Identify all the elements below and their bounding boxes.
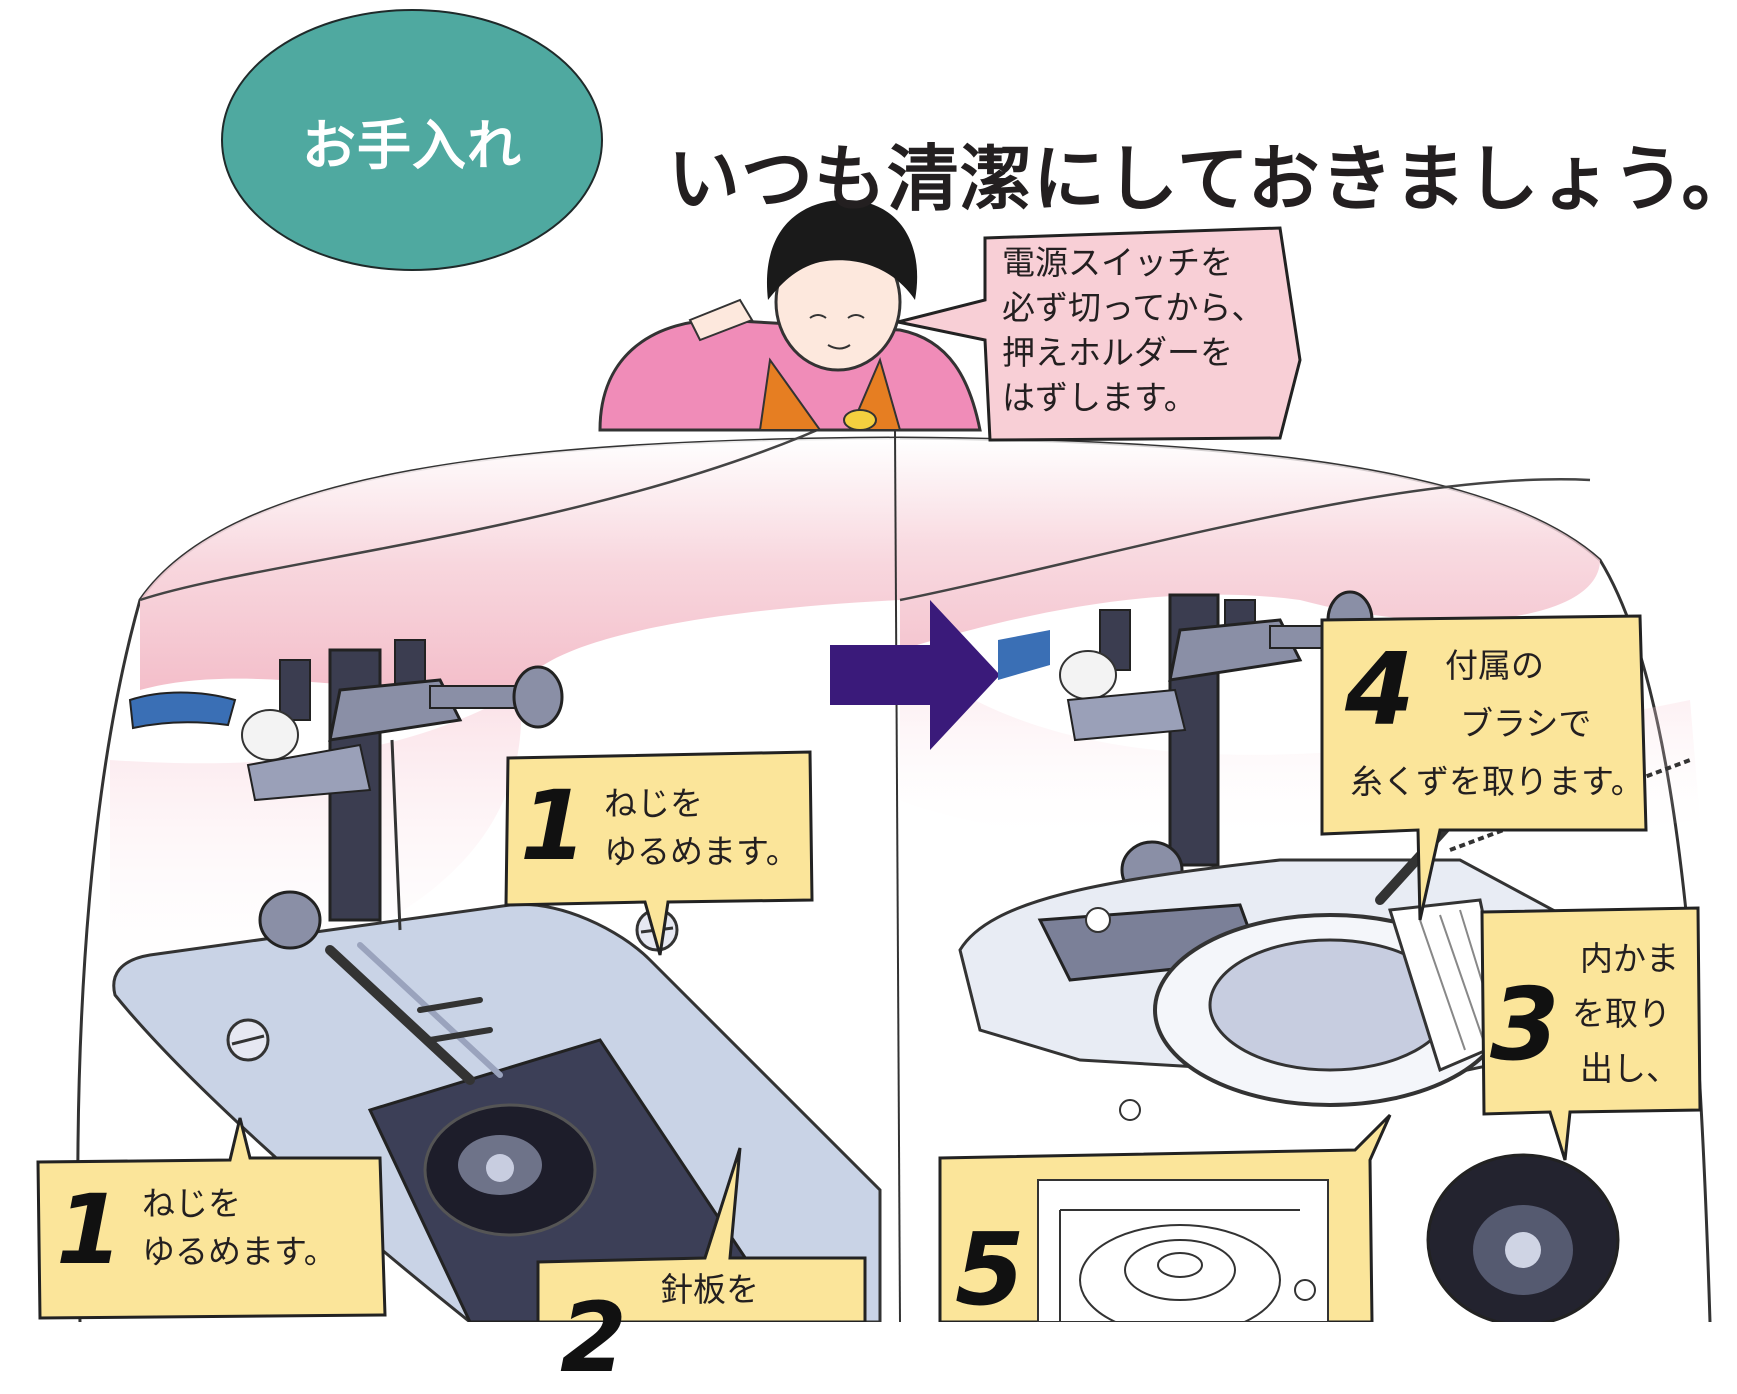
step-text: 出し、 bbox=[1580, 1049, 1679, 1088]
machine-arm-right bbox=[900, 438, 1600, 650]
callout-box-step4 bbox=[1320, 614, 1648, 921]
speech-line: 電源スイッチを bbox=[1002, 243, 1233, 282]
step-number: 1 bbox=[56, 1174, 123, 1286]
machine-arm-left bbox=[140, 438, 900, 692]
hook-race-diagram bbox=[1037, 1179, 1329, 1322]
sewing-machine-illustration bbox=[36, 9, 1712, 1322]
step-text: 内かま bbox=[1580, 939, 1679, 978]
badge-oval bbox=[221, 9, 603, 271]
step-text: 針板を bbox=[660, 1270, 759, 1309]
callout-box-left1 bbox=[36, 1117, 387, 1320]
care-page: お手入れ いつも清潔にしておきましょう。 電源スイッチを 必ず切ってから、 押え… bbox=[36, 9, 1737, 1386]
callout-box-step3 bbox=[1480, 906, 1702, 1161]
step-number: 4 bbox=[1345, 631, 1415, 748]
step-text: ねじを bbox=[142, 1184, 241, 1223]
callout-box-right1 bbox=[504, 750, 814, 956]
speech-line: 押えホルダーを bbox=[1002, 333, 1233, 372]
step-number: 3 bbox=[1490, 966, 1560, 1083]
next-arrow bbox=[830, 600, 1000, 750]
page-title: いつも清潔にしておきましょう。 bbox=[668, 137, 1737, 221]
step-number: 2 bbox=[560, 1282, 627, 1394]
step-number: 1 bbox=[520, 770, 587, 882]
speech-bubble-shape bbox=[897, 226, 1302, 442]
step-text: ねじを bbox=[604, 784, 703, 823]
step-text: ブラシで bbox=[1460, 704, 1592, 743]
step-text: ゆるめます。 bbox=[142, 1232, 337, 1271]
girl-character bbox=[598, 200, 982, 432]
step-text: 糸くずを取ります。 bbox=[1350, 762, 1644, 801]
step-text: を取り bbox=[1572, 994, 1671, 1033]
speech-line: はずします。 bbox=[1002, 378, 1197, 417]
callout-box-step2 bbox=[536, 1147, 867, 1322]
step-text: ゆるめます。 bbox=[604, 832, 799, 871]
step-number: 5 bbox=[955, 1211, 1025, 1328]
speech-line: 必ず切ってから、 bbox=[1002, 288, 1265, 327]
step-text: 付属の bbox=[1445, 646, 1544, 685]
badge-label: お手入れ bbox=[302, 113, 522, 177]
speech-bubble: 電源スイッチを 必ず切ってから、 押えホルダーを はずします。 bbox=[1002, 240, 1265, 420]
